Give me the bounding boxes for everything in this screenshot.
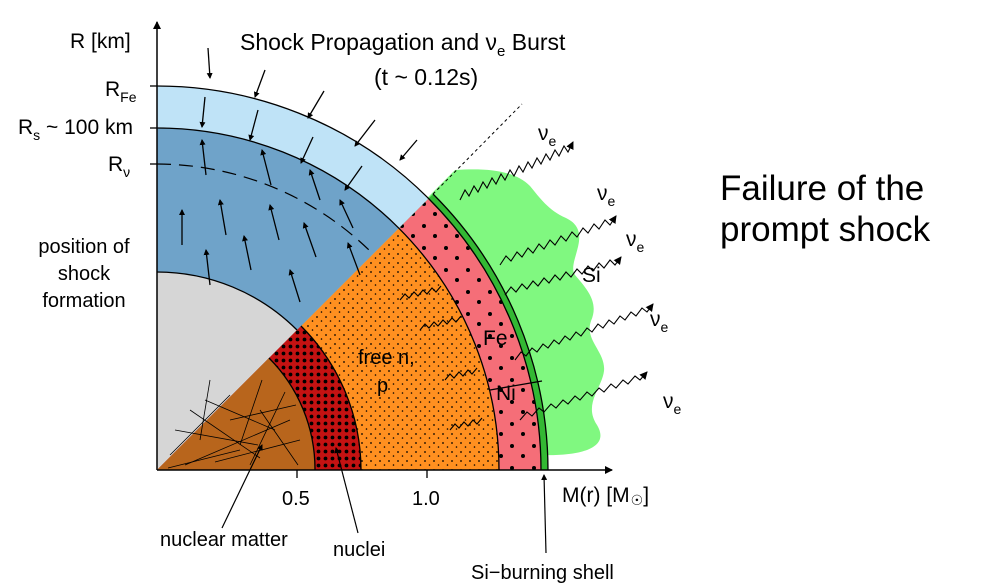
x-tick-label-0.5: 0.5 (282, 488, 310, 510)
nuclear-matter-region (157, 358, 316, 470)
nu-e-label-2: νe (597, 182, 616, 209)
x-tick-label-1.0: 1.0 (412, 488, 440, 510)
shock-arc (156, 127, 500, 471)
fe-ni-divider (489, 380, 543, 391)
nuclei-callout: nuclei (333, 539, 385, 561)
nu-e-label-3: νe (626, 228, 645, 255)
outward-arrows (179, 139, 361, 303)
shock-formation-line3: formation (42, 290, 125, 312)
x-axis-label: M(r) [M☉] (562, 484, 649, 508)
inner-wavy-3 (444, 367, 478, 381)
y-axis-label: R [km] (70, 30, 131, 53)
neutrino-rays (399, 141, 654, 431)
side-caption-line1: Failure of the (720, 169, 925, 208)
gray-region (157, 272, 297, 470)
shell-outer-arc (432, 193, 549, 471)
r-fe-label: RFe (105, 78, 137, 105)
neutrino-ray-3 (504, 256, 622, 296)
si-label: Si (582, 264, 601, 287)
diagram-title-line1: Shock Propagation and νe Burst (240, 29, 566, 60)
neutrino-ray-1 (459, 141, 574, 201)
outer-arc (156, 85, 542, 471)
formation-arc (156, 271, 298, 331)
side-caption-line2: prompt shock (720, 210, 931, 249)
r-nu-label: Rν (108, 153, 130, 180)
fe-label: Fe (483, 327, 508, 350)
r-s-label: Rs ~ 100 km (18, 116, 133, 143)
nuclear-matter-arc (268, 357, 316, 471)
si-burning-callout: Si−burning shell (471, 562, 614, 584)
neutrino-ray-5 (519, 371, 648, 421)
callout-pointers (221, 444, 548, 554)
infall-arrows (199, 47, 418, 191)
free-np-label-line2: p (377, 375, 388, 397)
shock-formation-line1: position of (38, 236, 130, 258)
neutrinosphere-arc (156, 163, 374, 255)
nu-e-label-1: νe (538, 122, 557, 149)
nu-e-label-5: νe (663, 390, 682, 417)
shock-formation-line2: shock (58, 263, 111, 285)
nu-e-label-4: νe (650, 308, 669, 335)
free-np-label-line1: free n, (358, 347, 415, 369)
inner-wavy-2 (419, 315, 462, 331)
ni-label: Ni (496, 382, 516, 405)
side-caption: Failure of the prompt shock (720, 168, 930, 250)
inner-wavy-4 (449, 417, 483, 431)
diagram-title-line2: (t ~ 0.12s) (374, 64, 478, 90)
nuclear-matter-texture (167, 379, 301, 469)
axes (150, 21, 613, 478)
neutrino-ray-2 (499, 215, 617, 266)
inner-wavy-1 (399, 285, 442, 301)
neutrino-ray-4 (514, 303, 654, 361)
nuclei-arc (300, 325, 362, 471)
nuclear-matter-callout: nuclear matter (160, 529, 288, 551)
sun-symbol-icon: ☉ (631, 492, 644, 508)
